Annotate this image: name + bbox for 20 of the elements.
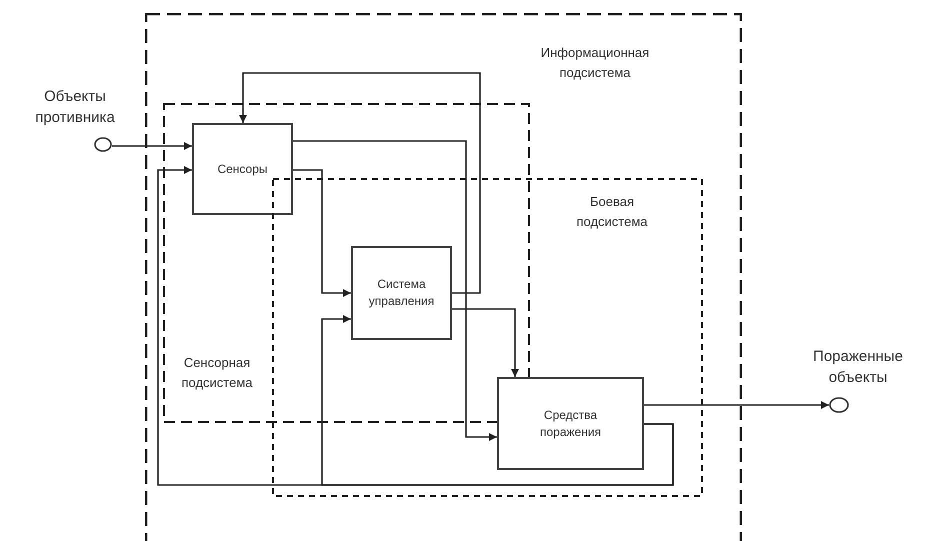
arrow (112, 142, 192, 150)
arrow (452, 308, 519, 377)
arrow (293, 140, 497, 441)
dashed-frame (163, 103, 530, 423)
dashed-frame (145, 13, 742, 541)
dashed-frame (272, 178, 703, 497)
process-box: Система управления (351, 246, 452, 340)
subsystem-label: Боевая подсистема (575, 193, 649, 231)
terminal-label: Объекты противника (34, 87, 116, 128)
subsystem-label: Информационная подсистема (540, 44, 650, 82)
arrow (321, 315, 674, 486)
arrow (644, 401, 829, 409)
arrow (293, 169, 351, 297)
terminal-circle (94, 137, 112, 152)
process-box: Средства поражения (497, 377, 644, 470)
terminal-circle (829, 397, 849, 413)
subsystem-label: Сенсорная подсистема (180, 354, 254, 392)
terminal-label: Пораженные объекты (812, 347, 904, 388)
process-box: Сенсоры (192, 123, 293, 215)
arrow (239, 72, 481, 294)
